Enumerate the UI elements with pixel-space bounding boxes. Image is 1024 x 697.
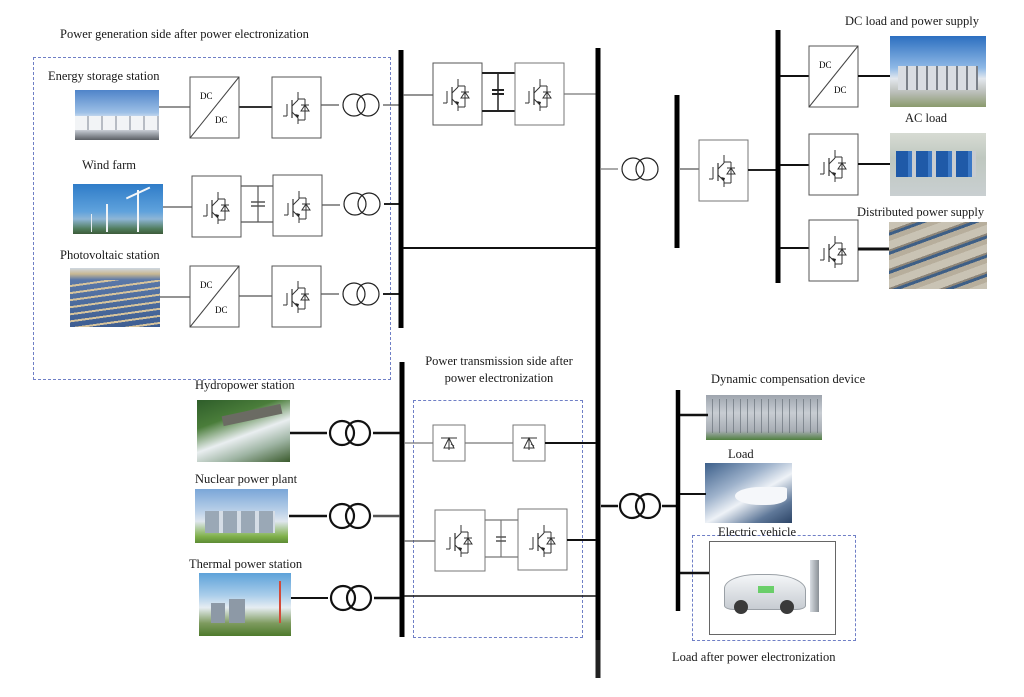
photovoltaic-branch [160, 293, 400, 298]
load-electronization-group-box [692, 535, 856, 641]
dc-label: DC [819, 60, 832, 70]
transformer-icon [328, 502, 372, 530]
inverter-photovoltaic [271, 265, 322, 328]
inverter-dc-grid [698, 139, 749, 202]
dc-label: DC [200, 91, 213, 101]
energy-storage-photo [75, 90, 159, 140]
dc-label: DC [215, 115, 228, 125]
label-wind-farm: Wind farm [82, 158, 136, 172]
transformer-icon [342, 93, 380, 117]
wind-farm-photo [73, 184, 163, 234]
electric-vehicle-photo [709, 541, 836, 635]
label-thermal: Thermal power station [189, 557, 303, 571]
inverter-ac-load [808, 133, 859, 196]
back-to-back-inverter [514, 62, 565, 126]
hydropower-photo [197, 400, 290, 462]
inverter-distributed-supply [808, 219, 859, 282]
transformer-icon [342, 282, 380, 306]
dc-label: DC [834, 85, 847, 95]
dc-label: DC [200, 280, 213, 290]
transformer-icon [343, 192, 381, 216]
back-to-back-rectifier [432, 62, 483, 126]
label-dynamic-compensation: Dynamic compensation device [711, 372, 866, 386]
load-train-photo [705, 463, 792, 523]
label-nuclear: Nuclear power plant [195, 472, 298, 486]
transformer-icon [621, 157, 659, 181]
nuclear-plant-photo [195, 489, 288, 543]
transmission-side-title-line2: power electronization [444, 371, 554, 385]
transmission-side-title-line1: Power transmission side after [425, 354, 573, 368]
label-load-after-electronization: Load after power electronization [672, 650, 836, 664]
label-hydropower: Hydropower station [195, 378, 295, 392]
thermal-station-photo [199, 573, 291, 636]
photovoltaic-photo [70, 268, 160, 327]
rectifier-wind-farm [191, 175, 242, 238]
inverter-wind-farm [272, 174, 323, 237]
dc-label: DC [215, 305, 228, 315]
generation-side-title: Power generation side after power electr… [60, 27, 309, 41]
label-energy-storage: Energy storage station [48, 69, 160, 83]
transformer-icon [618, 492, 662, 520]
dc-load-photo [890, 36, 986, 107]
label-ac-load: AC load [905, 111, 948, 125]
inverter-energy-storage [271, 76, 322, 139]
distributed-supply-photo [889, 222, 987, 289]
energy-storage-branch [159, 104, 400, 108]
label-photovoltaic: Photovoltaic station [60, 248, 160, 262]
transformer-icon [329, 584, 373, 612]
wind-farm-branch [163, 185, 400, 223]
dynamic-compensation-photo [706, 395, 822, 440]
label-electric-vehicle: Electric vehicle [718, 525, 797, 539]
transformer-icon [328, 419, 372, 447]
label-distributed-supply: Distributed power supply [857, 205, 985, 219]
generation-side-group-box [33, 57, 391, 380]
vsc-inverter [517, 508, 568, 571]
label-dc-load: DC load and power supply [845, 14, 980, 28]
ac-load-photo [890, 133, 986, 196]
label-load: Load [728, 447, 754, 461]
transmission-side-group-box [413, 400, 583, 638]
vsc-rectifier [434, 509, 486, 572]
